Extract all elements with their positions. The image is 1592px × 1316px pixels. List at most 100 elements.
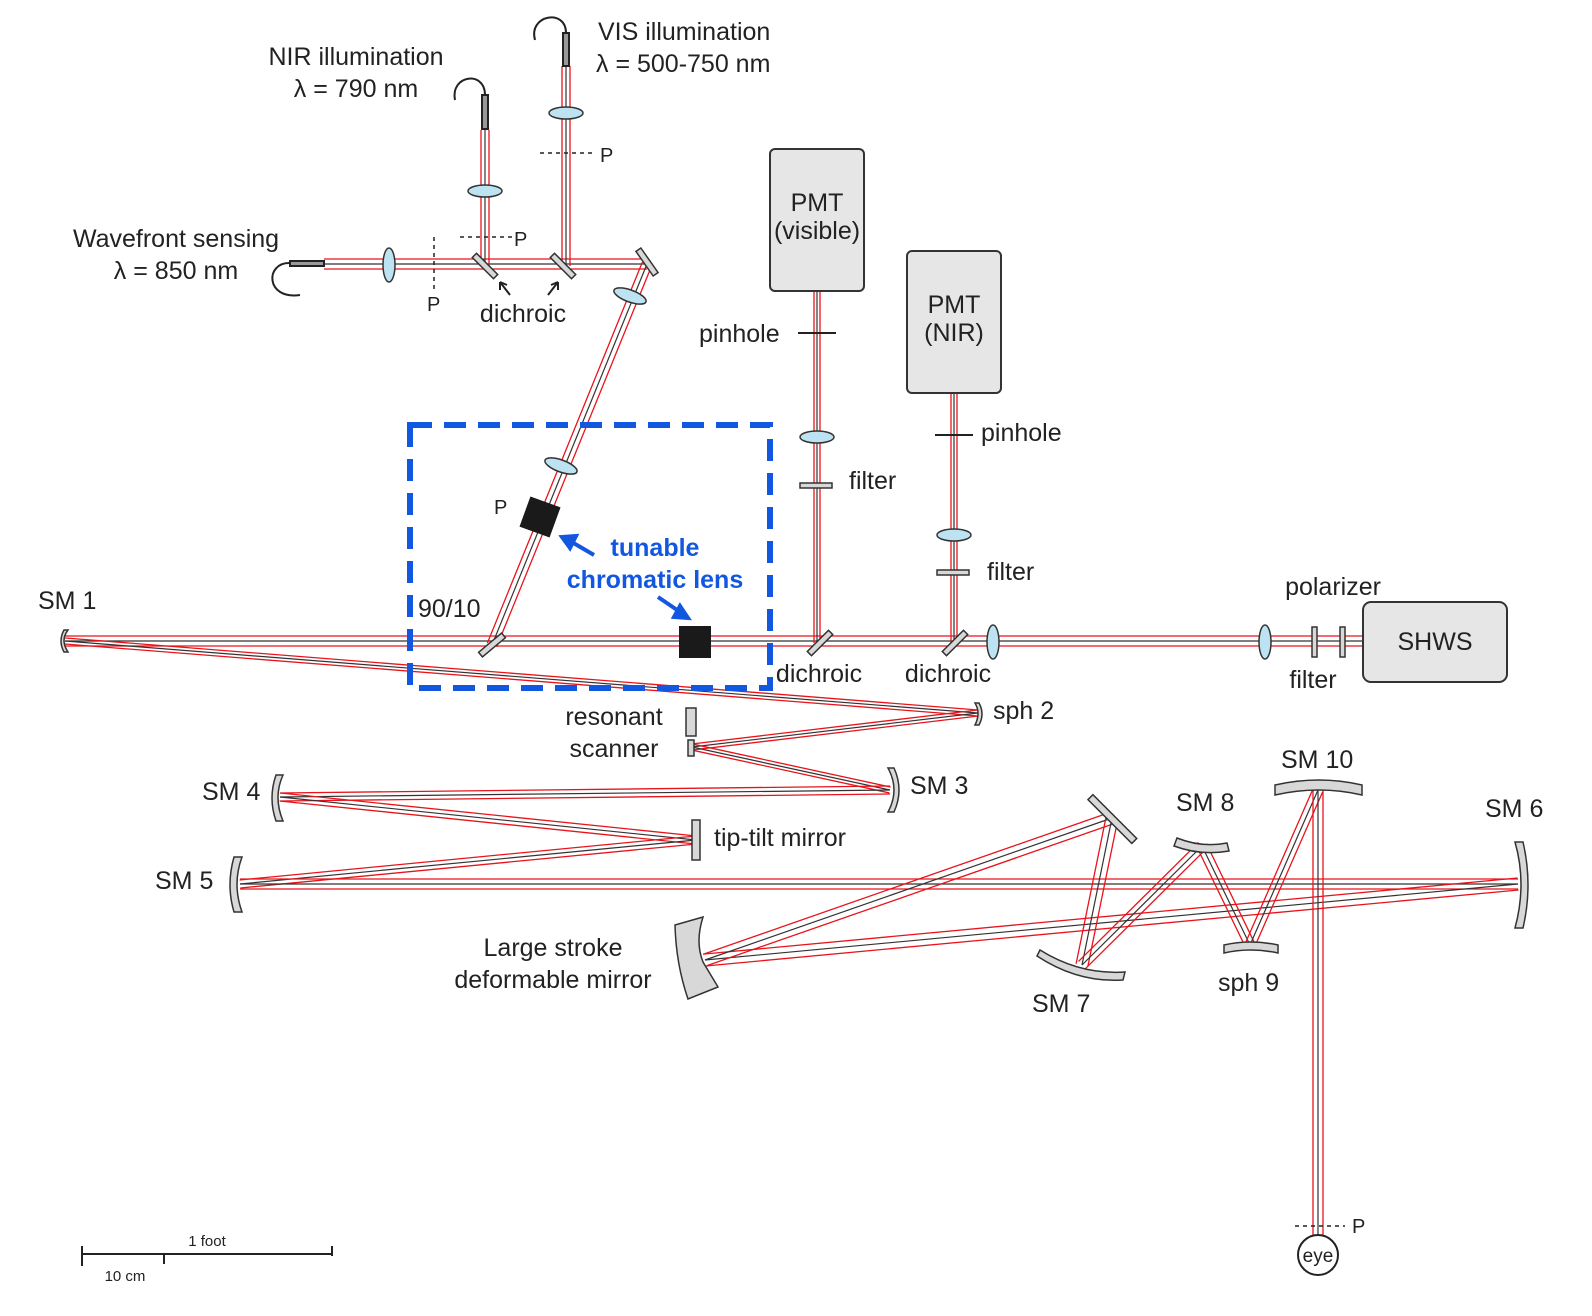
sm1-label: SM 1 — [38, 587, 96, 615]
beam-segment — [704, 817, 1113, 961]
pmt-visible — [769, 148, 865, 292]
wavefront-sensing-label: Wavefront sensing — [73, 225, 279, 253]
vis-wavelength: λ = 500-750 nm — [596, 50, 770, 78]
beam-segment — [691, 746, 891, 791]
chromatic-lens-label: chromatic lens — [567, 566, 743, 594]
beam-segment — [279, 796, 697, 841]
shws-box — [1362, 601, 1508, 683]
beam-segment — [239, 839, 697, 885]
resonant-label: resonant — [565, 703, 662, 731]
beam-segment — [1075, 816, 1107, 964]
filter-visible-label: filter — [849, 467, 896, 495]
beam-segment — [704, 883, 1519, 961]
beam-segment — [280, 793, 891, 802]
beam-segment — [491, 263, 648, 646]
sm6-label: SM 6 — [1485, 795, 1543, 823]
beam-paths — [64, 66, 1519, 1235]
beam-segment — [702, 811, 1111, 955]
beam-segment — [1087, 819, 1119, 967]
beam-segment — [691, 712, 979, 748]
fiber-icons — [271, 16, 570, 297]
eye-label: eye — [1303, 1246, 1334, 1267]
pupil-label: P — [494, 497, 507, 519]
pinholes — [798, 332, 973, 436]
beam-segment — [704, 877, 1518, 955]
beam-segment — [1201, 845, 1251, 946]
beam-segment — [279, 800, 696, 845]
shws-label: SHWS — [1398, 628, 1473, 656]
scale-bar — [81, 1246, 333, 1266]
spherical-mirrors — [60, 629, 1529, 1000]
pupil-label: P — [514, 229, 527, 251]
beam-segment — [279, 789, 891, 798]
tunable-lens-1 — [519, 496, 561, 538]
wavefront-wavelength: λ = 850 nm — [114, 257, 238, 285]
beam-segment — [1085, 849, 1206, 970]
beam-segment — [1196, 847, 1247, 948]
tunable-lens-2 — [679, 626, 711, 658]
beam-segment — [1244, 787, 1315, 944]
sm7-label: SM 7 — [1032, 990, 1090, 1018]
sm8-label: SM 8 — [1176, 789, 1234, 817]
tunable-label: tunable — [611, 534, 700, 562]
dichroic-visible-label: dichroic — [776, 660, 862, 688]
scale-cm-label: 10 cm — [105, 1268, 146, 1285]
beam-segment — [1081, 845, 1203, 966]
beam-segment — [64, 640, 979, 714]
tunable-arrows — [558, 533, 692, 621]
beam-segment — [1205, 843, 1256, 944]
nir-illumination-label: NIR illumination — [268, 43, 443, 71]
beam-segment — [1078, 841, 1199, 962]
pmt-visible-label: PMT — [791, 189, 844, 217]
pupil-label: P — [427, 294, 440, 316]
beam-segment — [1249, 789, 1319, 946]
beam-segment — [1253, 791, 1324, 948]
pmt-nir — [906, 250, 1002, 394]
beam-segment — [692, 743, 891, 788]
sph9-label: sph 9 — [1218, 969, 1279, 997]
sph2-label: sph 2 — [993, 697, 1054, 725]
dichroic-label-top: dichroic — [480, 300, 566, 328]
filter-shws-label: filter — [1289, 666, 1336, 694]
sm5-label: SM 5 — [155, 867, 213, 895]
deformable-mirror-sublabel: deformable mirror — [454, 966, 651, 994]
sm4-label: SM 4 — [202, 778, 260, 806]
pupil-label: P — [600, 145, 613, 167]
beam-segment — [1081, 817, 1113, 966]
beam-segment — [280, 792, 697, 837]
tunable-lens-highlight-box — [407, 422, 773, 691]
mirrors — [471, 246, 1346, 861]
scale-foot-label: 1 foot — [188, 1233, 226, 1250]
dichroic-nir-label: dichroic — [905, 660, 991, 688]
deformable-mirror-label: Large stroke — [484, 934, 623, 962]
pinhole-nir-label: pinhole — [981, 419, 1062, 447]
sm10-label: SM 10 — [1281, 746, 1353, 774]
beam-segment — [64, 643, 978, 717]
sm3-label: SM 3 — [910, 772, 968, 800]
pupil-label: P — [1352, 1216, 1365, 1238]
beamsplitter-label: 90/10 — [418, 595, 481, 623]
dichroic-arrows — [499, 281, 559, 296]
beam-segment — [279, 785, 890, 794]
lenses — [382, 106, 1272, 660]
beam-segment — [486, 261, 643, 644]
pupil-markers — [433, 152, 1345, 1227]
polarizer-label: polarizer — [1285, 573, 1381, 601]
beam-segment — [240, 843, 697, 889]
beam-segment — [706, 823, 1115, 967]
pmt-nir-sublabel: (NIR) — [924, 319, 984, 347]
beam-segment — [239, 835, 696, 881]
beam-segment — [691, 709, 978, 745]
pmt-visible-sublabel: (visible) — [774, 217, 860, 245]
tip-tilt-label: tip-tilt mirror — [714, 824, 846, 852]
pinhole-visible-label: pinhole — [699, 320, 780, 348]
pmt-nir-label: PMT — [928, 291, 981, 319]
beam-segment — [496, 265, 653, 648]
vis-illumination-label: VIS illumination — [598, 18, 770, 46]
beam-segment — [692, 715, 979, 751]
beam-segment — [65, 637, 979, 711]
scanner-label: scanner — [570, 735, 659, 763]
eye-icon — [1297, 1234, 1339, 1276]
